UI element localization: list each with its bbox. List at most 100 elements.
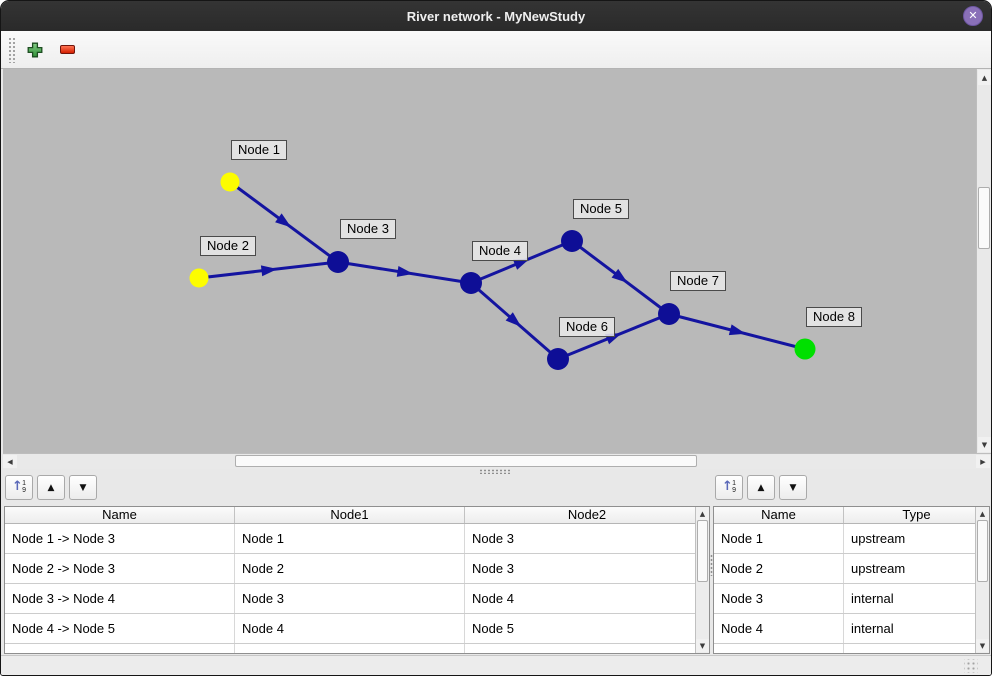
- move-node-down-button[interactable]: ▼: [779, 475, 807, 500]
- table-cell[interactable]: Node 3 -> Node 4: [5, 584, 235, 613]
- table-row[interactable]: [714, 644, 975, 653]
- node-label[interactable]: Node 7: [670, 271, 726, 291]
- horizontal-splitter[interactable]: [1, 469, 991, 474]
- table-cell[interactable]: Node 1 -> Node 3: [5, 524, 235, 553]
- river-node[interactable]: [460, 272, 482, 294]
- add-node-button[interactable]: [22, 37, 48, 63]
- move-node-up-button[interactable]: ▲: [747, 475, 775, 500]
- resize-grip[interactable]: [964, 659, 978, 673]
- canvas-vertical-scrollbar[interactable]: ▲ ▼: [976, 69, 991, 453]
- scroll-right-button[interactable]: ▶: [976, 455, 990, 468]
- river-network-graph: [189, 172, 816, 370]
- table-cell[interactable]: Node 5: [472, 621, 514, 636]
- scroll-up-button[interactable]: ▲: [976, 507, 989, 520]
- table-cell[interactable]: [714, 644, 844, 653]
- table-row[interactable]: Node 2 upstream: [714, 554, 975, 584]
- node-label[interactable]: Node 6: [559, 317, 615, 337]
- table-cell[interactable]: Node 1: [235, 524, 465, 553]
- table-row[interactable]: Node 1 upstream: [714, 524, 975, 554]
- table-row[interactable]: Node 3 internal: [714, 584, 975, 614]
- canvas-horizontal-scrollbar[interactable]: ◀ ▶: [3, 453, 991, 469]
- scroll-up-button[interactable]: ▲: [696, 507, 709, 520]
- table-cell[interactable]: upstream: [851, 561, 906, 576]
- edge-arrow-icon: [505, 312, 522, 327]
- vertical-scroll-thumb[interactable]: [978, 187, 990, 249]
- close-button[interactable]: ✕: [963, 6, 983, 26]
- node-label[interactable]: Node 3: [340, 219, 396, 239]
- column-header[interactable]: Node2: [567, 507, 607, 522]
- table-cell[interactable]: Node 4: [235, 614, 465, 643]
- splitter-handle-icon: [479, 469, 511, 474]
- node-label[interactable]: Node 1: [231, 140, 287, 160]
- table-cell[interactable]: Node 2: [235, 554, 465, 583]
- table-cell[interactable]: [844, 644, 975, 653]
- node-label[interactable]: Node 2: [200, 236, 256, 256]
- arrow-up-icon: ▲: [699, 509, 706, 518]
- horizontal-scroll-thumb[interactable]: [235, 455, 697, 467]
- table-cell[interactable]: Node 3: [714, 584, 844, 613]
- scroll-thumb[interactable]: [697, 520, 708, 582]
- river-node[interactable]: [547, 348, 569, 370]
- table-cell[interactable]: Node 4: [472, 591, 514, 606]
- toolbar-drag-handle[interactable]: [8, 36, 15, 63]
- edge-arrow-icon: [728, 324, 746, 336]
- close-icon: ✕: [968, 9, 978, 22]
- table-cell[interactable]: Node 4 -> Node 5: [5, 614, 235, 643]
- move-link-down-button[interactable]: ▼: [69, 475, 97, 500]
- column-header[interactable]: Node1: [235, 507, 465, 523]
- table-cell[interactable]: Node 3: [472, 531, 514, 546]
- table-cell[interactable]: Node 1: [714, 524, 844, 553]
- node-label[interactable]: Node 4: [472, 241, 528, 261]
- table-cell[interactable]: [235, 644, 465, 653]
- table-cell[interactable]: Node 3: [235, 584, 465, 613]
- titlebar[interactable]: River network - MyNewStudy ✕: [1, 1, 991, 31]
- table-cell[interactable]: upstream: [851, 531, 906, 546]
- minus-icon: [59, 45, 75, 54]
- column-header[interactable]: Name: [714, 507, 844, 523]
- table-cell[interactable]: Node 4: [714, 614, 844, 643]
- edge-arrow-icon: [396, 265, 414, 277]
- scroll-up-button[interactable]: ▲: [978, 70, 991, 85]
- scroll-down-button[interactable]: ▼: [978, 437, 991, 452]
- river-node[interactable]: [561, 230, 583, 252]
- table-cell[interactable]: Node 2: [714, 554, 844, 583]
- remove-node-button[interactable]: [54, 37, 80, 63]
- link-table-scrollbar[interactable]: ▲ ▼: [695, 507, 709, 653]
- arrow-down-icon: ▼: [981, 440, 988, 449]
- table-cell[interactable]: [465, 644, 695, 653]
- scroll-left-button[interactable]: ◀: [3, 455, 17, 468]
- scroll-down-button[interactable]: ▼: [696, 639, 709, 652]
- table-cell[interactable]: [5, 644, 235, 653]
- node-table-header: Name Type: [714, 507, 989, 524]
- table-row[interactable]: Node 4 internal: [714, 614, 975, 644]
- river-node[interactable]: [794, 338, 816, 360]
- edge-arrow-icon: [512, 258, 530, 270]
- node-label[interactable]: Node 5: [573, 199, 629, 219]
- column-header[interactable]: Name: [5, 507, 235, 523]
- node-table-scrollbar[interactable]: ▲ ▼: [975, 507, 989, 653]
- move-link-up-button[interactable]: ▲: [37, 475, 65, 500]
- river-node[interactable]: [220, 172, 240, 192]
- river-node[interactable]: [327, 251, 349, 273]
- river-network-canvas[interactable]: Node 1 Node 2 Node 3 Node 4 Node 5 Node 6 Node…: [3, 69, 976, 453]
- column-header[interactable]: Type: [902, 507, 931, 522]
- river-node[interactable]: [189, 268, 209, 288]
- node-label[interactable]: Node 8: [806, 307, 862, 327]
- scroll-thumb[interactable]: [977, 520, 988, 582]
- move-up-icon: ▲: [757, 482, 765, 493]
- table-cell[interactable]: Node 3: [472, 561, 514, 576]
- table-cell[interactable]: Node 2 -> Node 3: [5, 554, 235, 583]
- river-node[interactable]: [658, 303, 680, 325]
- table-cell[interactable]: internal: [851, 591, 894, 606]
- table-row[interactable]: [5, 644, 695, 653]
- scroll-down-button[interactable]: ▼: [976, 639, 989, 652]
- table-cell[interactable]: internal: [851, 621, 894, 636]
